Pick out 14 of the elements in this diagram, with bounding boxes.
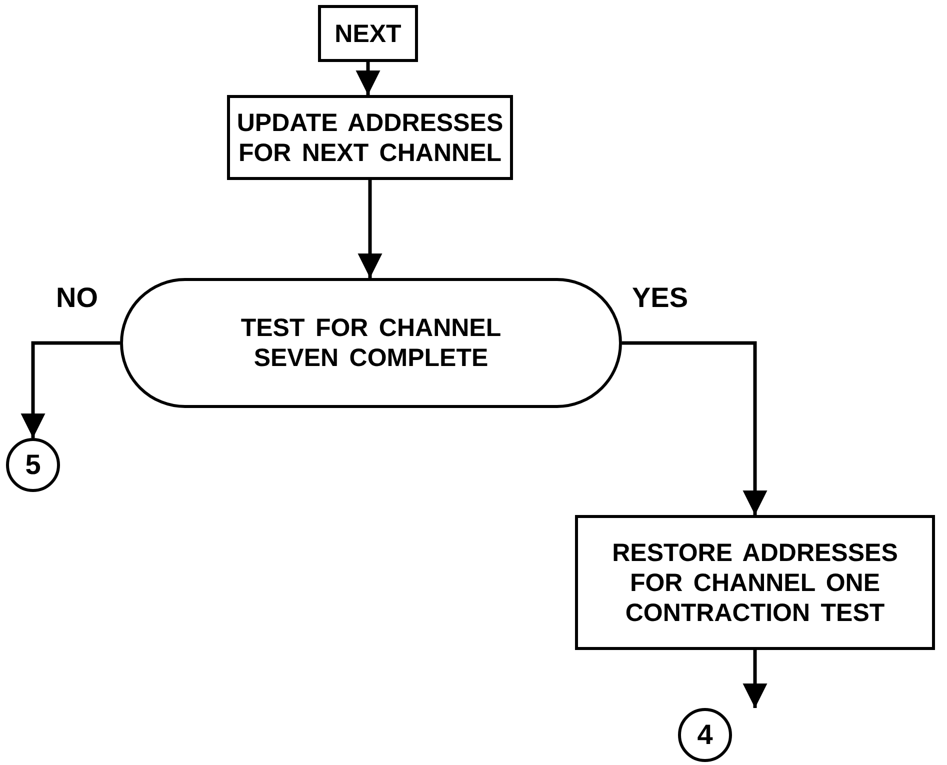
arrow xyxy=(742,650,768,708)
process-box xyxy=(575,515,935,650)
node-text: TEST FOR CHANNEL SEVEN COMPLETE xyxy=(240,313,502,373)
node-text: UPDATE ADDRESSES FOR NEXT CHANNEL xyxy=(236,108,504,168)
process-box xyxy=(227,95,513,180)
arrow xyxy=(358,180,382,278)
node-text: 5 xyxy=(25,448,41,482)
node-text: NEXT xyxy=(334,18,402,48)
node-text: 4 xyxy=(697,718,713,752)
arrow xyxy=(20,341,120,438)
start-box xyxy=(318,5,418,62)
node-text: RESTORE ADDRESSES FOR CHANNEL ONE CONTRACTION TEST xyxy=(611,538,899,628)
arrow xyxy=(356,62,380,95)
arrow xyxy=(622,341,768,515)
